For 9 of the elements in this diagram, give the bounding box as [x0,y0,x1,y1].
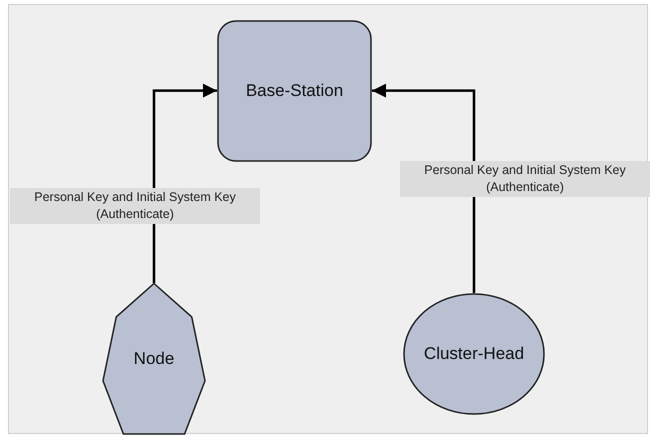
arrow [372,84,476,293]
ellipse-node [403,293,545,415]
node-label: Base-Station [246,81,344,101]
edge-label: Personal Key and Initial System Key (Authenticate) [400,161,650,197]
heptagon-node [103,283,205,435]
node-label: Node [134,349,174,369]
edge-label: Personal Key and Initial System Key (Authenticate) [10,188,260,224]
base-station-box [217,20,372,162]
node-label: Cluster-Head [424,344,524,364]
